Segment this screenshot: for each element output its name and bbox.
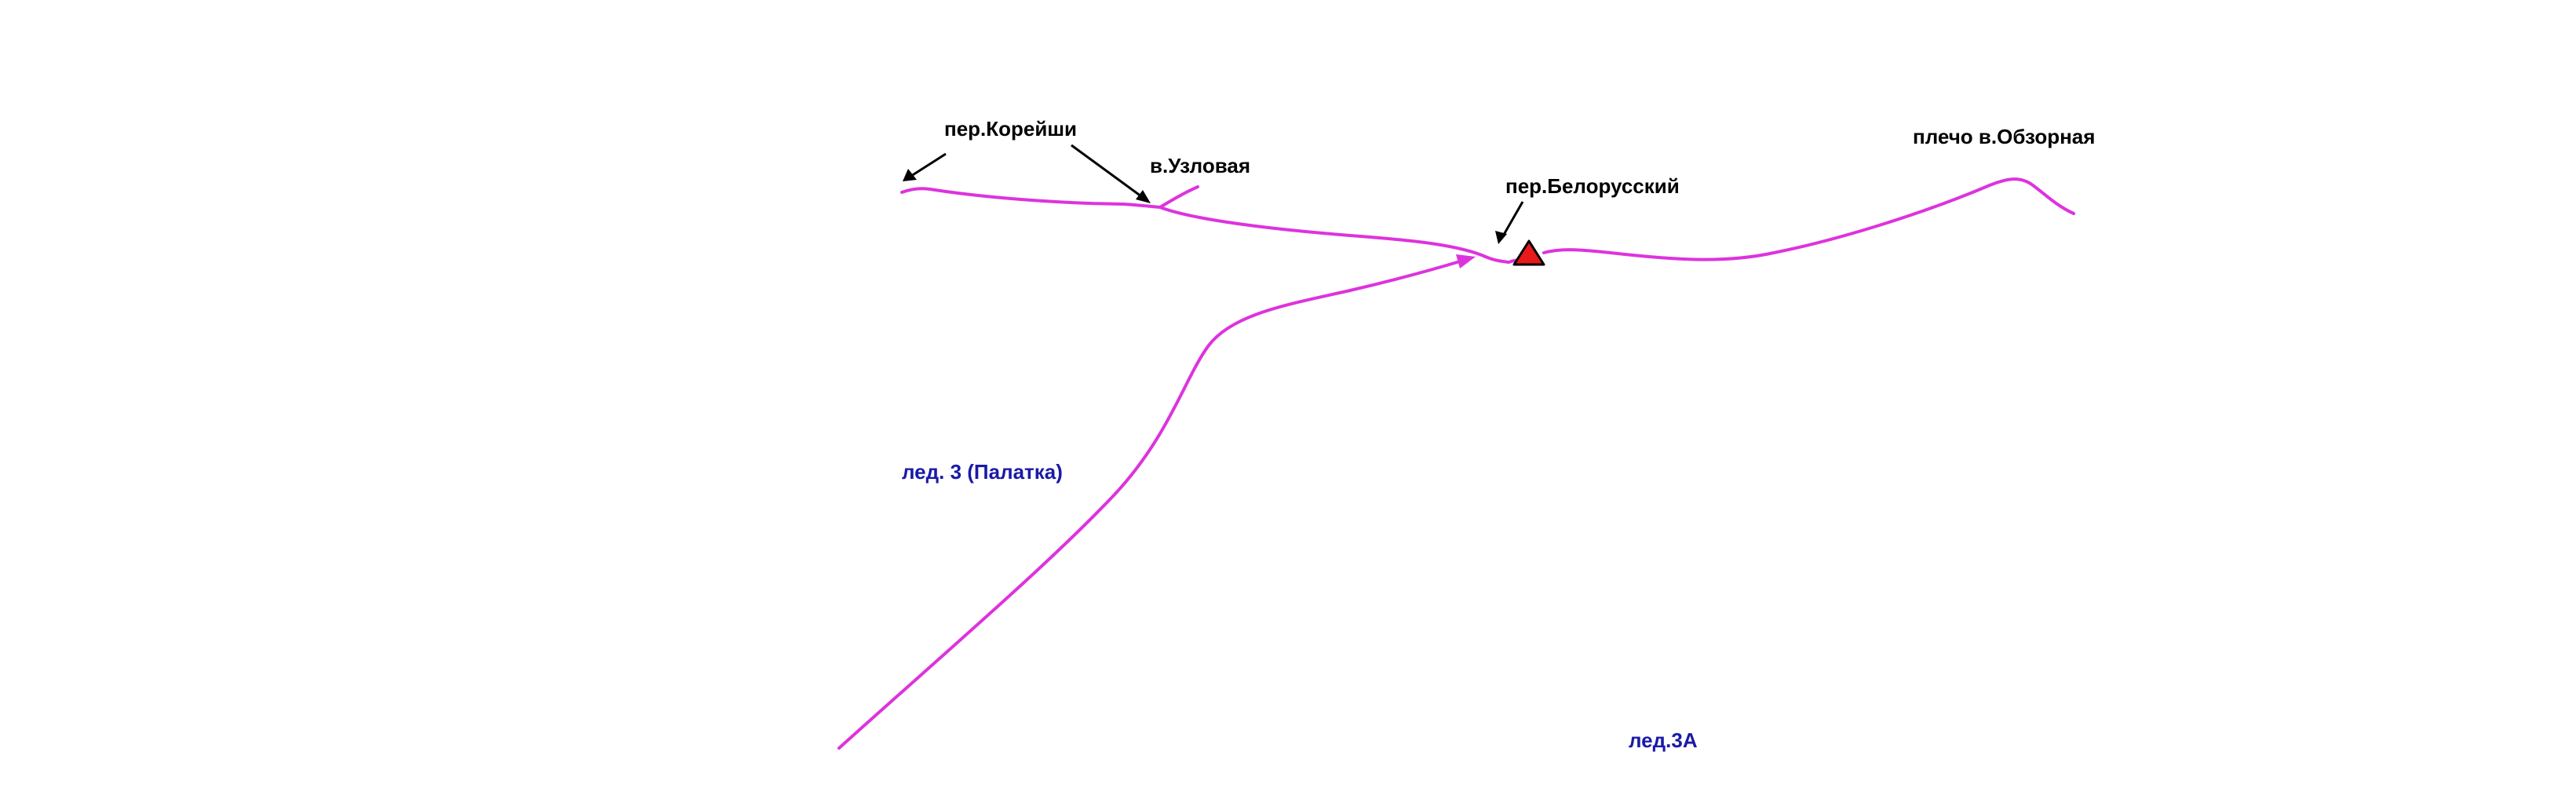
label-shoulder-obzornaya: плечо в.Обзорная: [1913, 125, 2095, 148]
ascent-route-glacier-3: [837, 260, 1461, 750]
arrow-to-belorussky: [1495, 201, 1524, 244]
label-pass-koreyshi: пер.Корейши: [944, 117, 1077, 141]
triangle-marker-icon: [1512, 239, 1545, 266]
ridge-route-obzornaya: [1542, 177, 2075, 261]
arrow-to-koreyshi-pass: [1071, 144, 1151, 203]
label-peak-uzlovaya: в.Узловая: [1150, 154, 1250, 177]
spur-route-uzlovaya: [1158, 185, 1199, 209]
label-glacier-3a: лед.3А: [1629, 728, 1698, 752]
ridge-route-west: [900, 187, 1510, 264]
route-arrowhead: [1456, 254, 1476, 268]
arrow-to-koreyshi-west: [903, 152, 947, 181]
label-pass-belorussky: пер.Белорусский: [1505, 174, 1680, 198]
label-glacier-3: лед. 3 (Палатка): [902, 460, 1063, 484]
